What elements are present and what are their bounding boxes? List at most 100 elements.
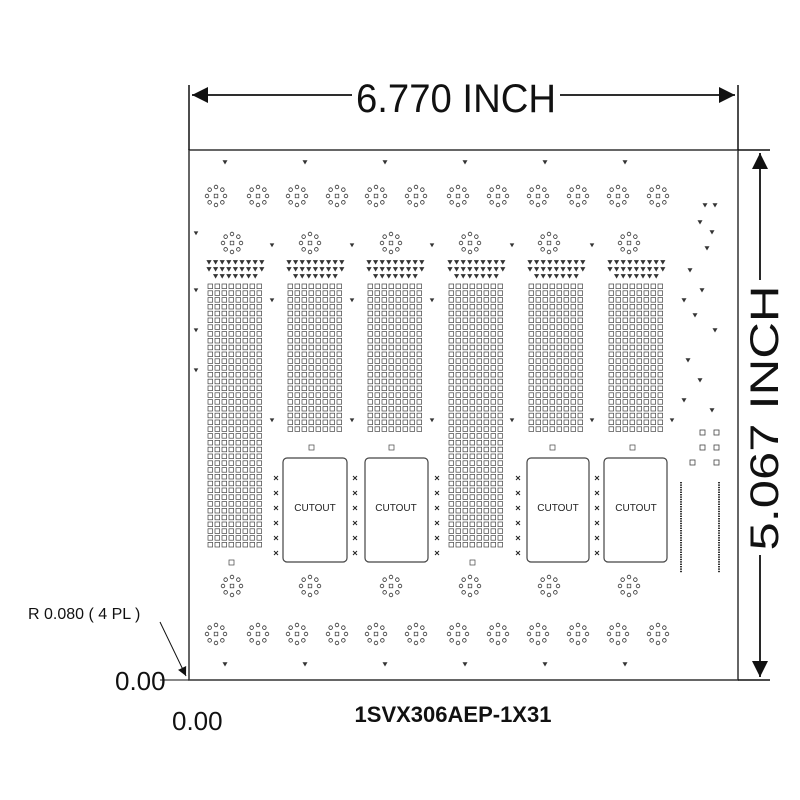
pad (207, 487, 213, 493)
pad (207, 467, 213, 473)
pad (615, 399, 621, 405)
via-ring-dot (486, 631, 492, 637)
pad (689, 459, 696, 466)
pad (483, 426, 489, 432)
edge-pin (718, 513, 720, 515)
pad (207, 501, 213, 507)
pad (315, 406, 321, 412)
edge-pin (680, 513, 682, 515)
pad (228, 290, 234, 296)
pad (535, 406, 541, 412)
pad (207, 358, 213, 364)
pin-triangle (349, 243, 355, 248)
via-ring-dot (341, 638, 346, 643)
pad (336, 331, 342, 337)
pad (490, 508, 496, 514)
pad (294, 324, 300, 330)
pin-triangle (681, 298, 687, 303)
pin-triangle (293, 260, 299, 265)
via-ring-dot (204, 631, 210, 637)
pin-triangle (547, 260, 553, 265)
pin-triangle (302, 662, 308, 667)
pad (329, 331, 335, 337)
pad (294, 344, 300, 351)
via-ring-dot (303, 193, 309, 199)
pin-triangle (406, 260, 412, 265)
pad (315, 426, 321, 432)
edge-pin (680, 546, 682, 549)
pad (577, 331, 583, 337)
pad (556, 406, 562, 412)
pad (615, 351, 621, 357)
via-ring-dot (314, 590, 319, 595)
pad (402, 412, 408, 419)
via-ring-dot (449, 200, 454, 205)
pad (235, 514, 241, 521)
pad (483, 501, 489, 507)
pad (228, 406, 234, 412)
edge-pin (718, 515, 720, 517)
via-ring-dot (238, 240, 244, 246)
pad (556, 317, 562, 323)
pad (402, 297, 408, 303)
pad (556, 419, 562, 425)
pad (577, 351, 583, 357)
via-ring-dot (262, 638, 267, 643)
via-center (626, 240, 632, 246)
pad (563, 324, 569, 330)
pad (535, 324, 541, 330)
pad (221, 283, 227, 289)
pin-triangle (332, 267, 338, 272)
via-ring-dot (537, 583, 543, 589)
edge-pin (718, 508, 720, 510)
pad (207, 324, 213, 330)
pin-cross (594, 535, 600, 541)
pad (497, 446, 503, 453)
via-ring-dot (504, 631, 510, 637)
pad (497, 467, 503, 473)
pad (476, 331, 482, 337)
pad (542, 372, 548, 378)
pad (643, 419, 649, 425)
pad (249, 426, 255, 432)
pad (650, 385, 656, 391)
pad (214, 358, 220, 364)
edge-pin (718, 503, 720, 505)
pad (490, 344, 496, 351)
pad (249, 467, 255, 473)
pad (542, 290, 548, 296)
pad (643, 412, 649, 419)
pad (228, 494, 234, 500)
edge-pin (718, 570, 720, 573)
pad (249, 392, 255, 398)
pad (657, 297, 663, 303)
pin-triangle (633, 260, 639, 265)
pad (395, 344, 401, 351)
pad (570, 358, 576, 364)
pad (294, 351, 300, 357)
pad (563, 290, 569, 296)
pad (381, 385, 387, 391)
pad (221, 310, 227, 317)
pad (374, 297, 380, 303)
via-ring-dot (413, 622, 419, 628)
pad (483, 290, 489, 296)
pad (416, 324, 422, 330)
pad (294, 304, 300, 310)
pad (462, 460, 468, 466)
pad (476, 317, 482, 323)
pin-cross (434, 520, 440, 526)
pad (214, 290, 220, 296)
pad (402, 419, 408, 425)
pad (336, 290, 342, 296)
pad (336, 412, 342, 419)
edge-pin (680, 566, 682, 568)
via-ring-dot (474, 234, 479, 239)
pad (287, 344, 293, 351)
pad (469, 372, 475, 378)
via-ring-dot (620, 590, 625, 595)
pad (249, 351, 255, 357)
pad (483, 378, 489, 385)
pin-triangle (500, 267, 506, 272)
pin-triangle (392, 274, 398, 279)
